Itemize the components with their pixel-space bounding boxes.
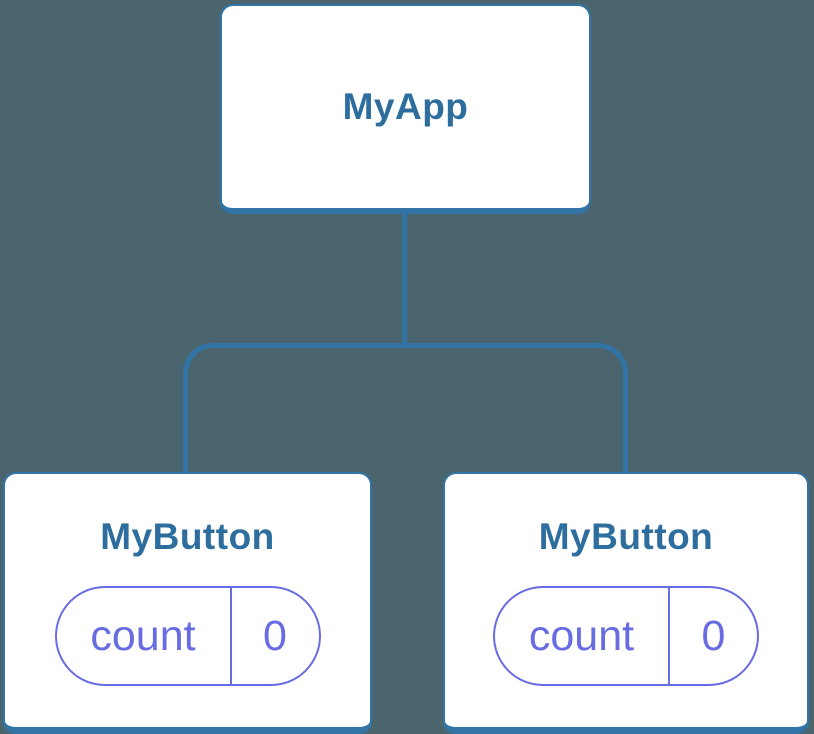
component-node-child-right: MyButton count 0 [443, 472, 809, 734]
state-key-label: count [90, 611, 196, 660]
root-node-label: MyApp [342, 85, 469, 127]
component-node-root: MyApp [220, 4, 591, 214]
state-value-label: 0 [701, 611, 726, 660]
state-pill-divider [229, 588, 232, 685]
state-key-label: count [528, 611, 635, 660]
state-value-label: 0 [263, 611, 287, 660]
state-pill-right: count 0 [493, 586, 759, 687]
connector-bracket [183, 343, 628, 472]
child-left-label: MyButton [100, 516, 275, 557]
state-pill-divider [668, 588, 670, 685]
state-pill-left: count 0 [54, 586, 321, 687]
component-node-child-left: MyButton count 0 [3, 472, 372, 734]
child-right-label: MyButton [538, 516, 714, 557]
connector-stem [402, 214, 407, 345]
